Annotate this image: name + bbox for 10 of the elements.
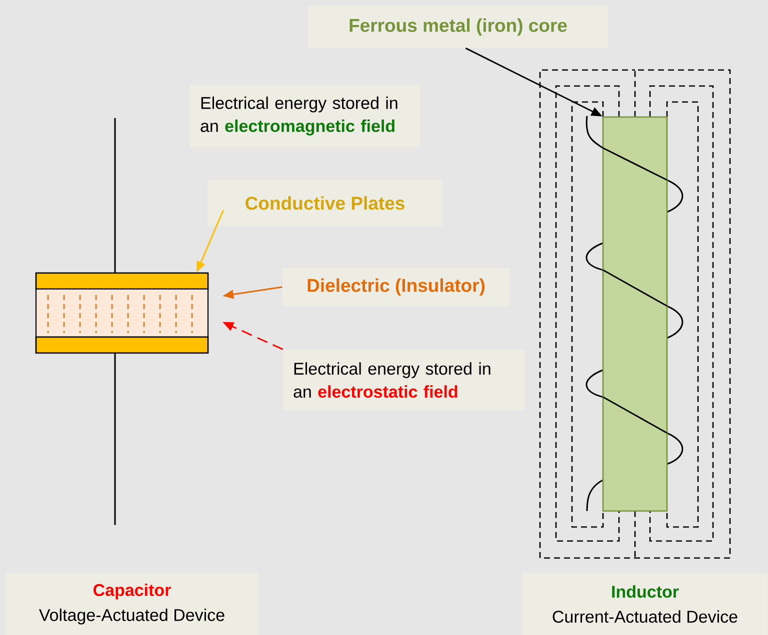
dielectric-layer	[35, 288, 209, 338]
caption-box: Capacitor Voltage-Actuated Device	[6, 573, 258, 635]
label-box: Ferrous metal (iron) core	[308, 6, 608, 48]
label-box: Conductive Plates	[208, 180, 442, 226]
capacitor-plate	[35, 336, 209, 354]
text-box: Electrical energy stored in an electrostatic field	[283, 350, 525, 410]
text-box: Electrical energy stored in an electromagnetic field	[190, 84, 420, 148]
caption-box: Inductor Current-Actuated Device	[522, 573, 768, 635]
iron-core	[602, 116, 668, 512]
label-box: Dielectric (Insulator)	[282, 268, 510, 306]
